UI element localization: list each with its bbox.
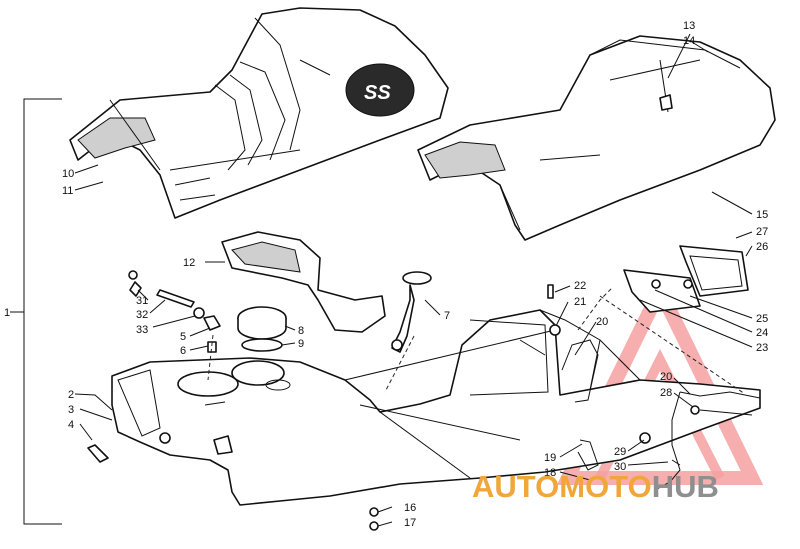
callout-33: 33: [136, 324, 148, 336]
callout-21: 21: [574, 296, 586, 308]
callout-20-lower: 20: [660, 371, 672, 383]
seat-right: [417, 35, 776, 241]
callout-3: 3: [68, 404, 74, 416]
callout-14: 14: [683, 35, 695, 47]
callout-labels: 1 2 3 4 5 6 7 8 9 10 11 12 13 14 15 16 1…: [4, 20, 768, 529]
callout-29: 29: [614, 446, 626, 458]
dash-guide-5: [207, 334, 214, 381]
callout-27: 27: [756, 226, 768, 238]
callout-12: 12: [183, 257, 195, 269]
assembly-bracket: [23, 98, 62, 525]
seat-left-front-texture: [77, 117, 156, 159]
callout-1: 1: [4, 307, 10, 319]
fuel-gauge: [391, 271, 432, 353]
watermark-word: AUTOMOTOHUB: [472, 469, 719, 504]
watermark-part-auto: AUTO: [472, 469, 559, 504]
small-hardware: [87, 284, 561, 531]
callout-31: 31: [136, 295, 148, 307]
callout-6: 6: [180, 345, 186, 357]
leader-lines: [74, 33, 753, 527]
callout-9: 9: [298, 338, 304, 350]
fuel-tank: [111, 309, 761, 506]
dash-guide-7: [384, 335, 415, 393]
side-panel: [221, 231, 386, 333]
callout-32: 32: [136, 309, 148, 321]
callout-2: 2: [68, 389, 74, 401]
callout-23: 23: [756, 342, 768, 354]
callout-7: 7: [444, 310, 450, 322]
callout-4: 4: [68, 419, 74, 431]
callout-24: 24: [756, 327, 768, 339]
callout-5: 5: [180, 331, 186, 343]
watermark-text: AUTOMOTOHUB: [472, 469, 719, 504]
callout-16: 16: [404, 502, 416, 514]
callout-11: 11: [62, 185, 73, 197]
dash-guide-23: [599, 295, 746, 395]
callout-22: 22: [574, 280, 586, 292]
callout-15: 15: [756, 209, 768, 221]
taillight-assembly: [623, 245, 749, 313]
callout-8: 8: [298, 325, 304, 337]
callout-20-upper: 20: [596, 316, 608, 328]
callout-18: 18: [544, 467, 556, 479]
watermark-part-hub: HUB: [652, 469, 719, 504]
callout-30: 30: [614, 461, 626, 473]
callout-13: 13: [683, 20, 695, 32]
callout-10: 10: [62, 168, 74, 180]
vent-hardware: [128, 270, 221, 353]
seat-right-front-texture: [424, 141, 506, 179]
seat-left: SS: [69, 7, 449, 219]
callout-19: 19: [544, 452, 556, 464]
fuel-cap: [237, 306, 287, 352]
callout-28: 28: [660, 387, 672, 399]
callout-17: 17: [404, 517, 416, 529]
callout-25: 25: [756, 313, 768, 325]
watermark-part-moto: MOTO: [559, 469, 651, 504]
ss-emblem: [345, 63, 415, 117]
callout-26: 26: [756, 241, 768, 253]
ss-badge-text: SS: [364, 82, 391, 104]
